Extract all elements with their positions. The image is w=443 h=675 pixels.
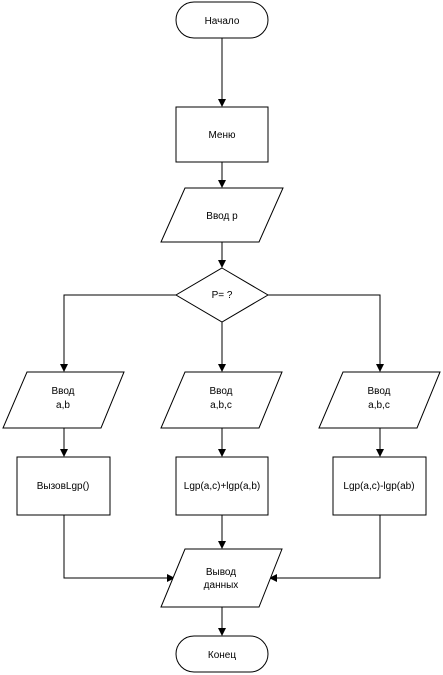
start-shape [175, 1, 269, 39]
output-label-line1: Вывод [206, 567, 236, 578]
arrowhead-output-right [269, 574, 277, 582]
edge-decision-to-right [268, 294, 381, 366]
input-p-label: Ввод p [206, 211, 238, 222]
menu-process: Меню [175, 106, 269, 163]
left-process: ВызовLgp() [16, 456, 111, 516]
end-label: Конец [208, 650, 236, 661]
arrowhead-left-input [60, 364, 68, 372]
decision-shape [175, 267, 269, 323]
middle-process-label: Lgp(a,c)+lgp(a,b) [184, 481, 260, 492]
arrowhead-output-top [218, 541, 226, 549]
left-input-shape [2, 371, 125, 429]
left-input-label-line2: a,b [56, 400, 70, 411]
arrowhead-right-input [376, 364, 384, 372]
decision-node: P= ? [175, 267, 269, 323]
output-shape [160, 548, 283, 608]
input-p: Ввод p [160, 187, 284, 243]
arrowhead-input-p [218, 180, 226, 188]
arrowhead-left-process [60, 449, 68, 457]
start-label: Начало [205, 16, 240, 27]
decision-label: P= ? [212, 290, 233, 301]
right-input-shape [318, 371, 441, 429]
arrowhead-decision [218, 260, 226, 268]
middle-input-label-line2: a,b,c [210, 400, 232, 411]
middle-process-shape [175, 456, 269, 516]
arrowhead-middle-process [218, 449, 226, 457]
arrowhead-middle-input [218, 364, 226, 372]
start-terminator: Начало [175, 1, 269, 39]
arrowhead-end [218, 628, 226, 636]
left-input-label-line1: Ввод [51, 386, 74, 397]
right-input-label-line2: a,b,c [368, 400, 390, 411]
middle-input: Ввод a,b,c [160, 371, 283, 429]
end-terminator: Конец [175, 635, 269, 673]
arrowhead-right-process [376, 449, 384, 457]
right-input: Ввод a,b,c [318, 371, 441, 429]
middle-input-label-line1: Ввод [209, 386, 232, 397]
end-shape [175, 635, 269, 673]
left-input: Ввод a,b [2, 371, 125, 429]
output-label-line2: данных [204, 580, 239, 591]
right-process-label: Lgp(a,c)-lgp(ab) [343, 481, 414, 492]
middle-input-shape [160, 371, 283, 429]
left-process-shape [16, 456, 111, 516]
menu-shape [175, 106, 269, 163]
arrowhead-output-left [167, 574, 175, 582]
edge-left-process-to-output [63, 515, 169, 579]
right-input-label-line1: Ввод [367, 386, 390, 397]
output-data: Вывод данных [160, 548, 283, 608]
right-process: Lgp(a,c)-lgp(ab) [332, 456, 427, 516]
edge-decision-to-left [63, 294, 176, 366]
middle-process: Lgp(a,c)+lgp(a,b) [175, 456, 269, 516]
menu-label: Меню [208, 130, 236, 141]
input-p-shape [160, 187, 284, 243]
right-process-shape [332, 456, 427, 516]
arrowhead-menu [218, 99, 226, 107]
edge-right-process-to-output [275, 515, 381, 579]
left-process-label: ВызовLgp() [37, 481, 90, 492]
connector-lines [60, 38, 384, 636]
